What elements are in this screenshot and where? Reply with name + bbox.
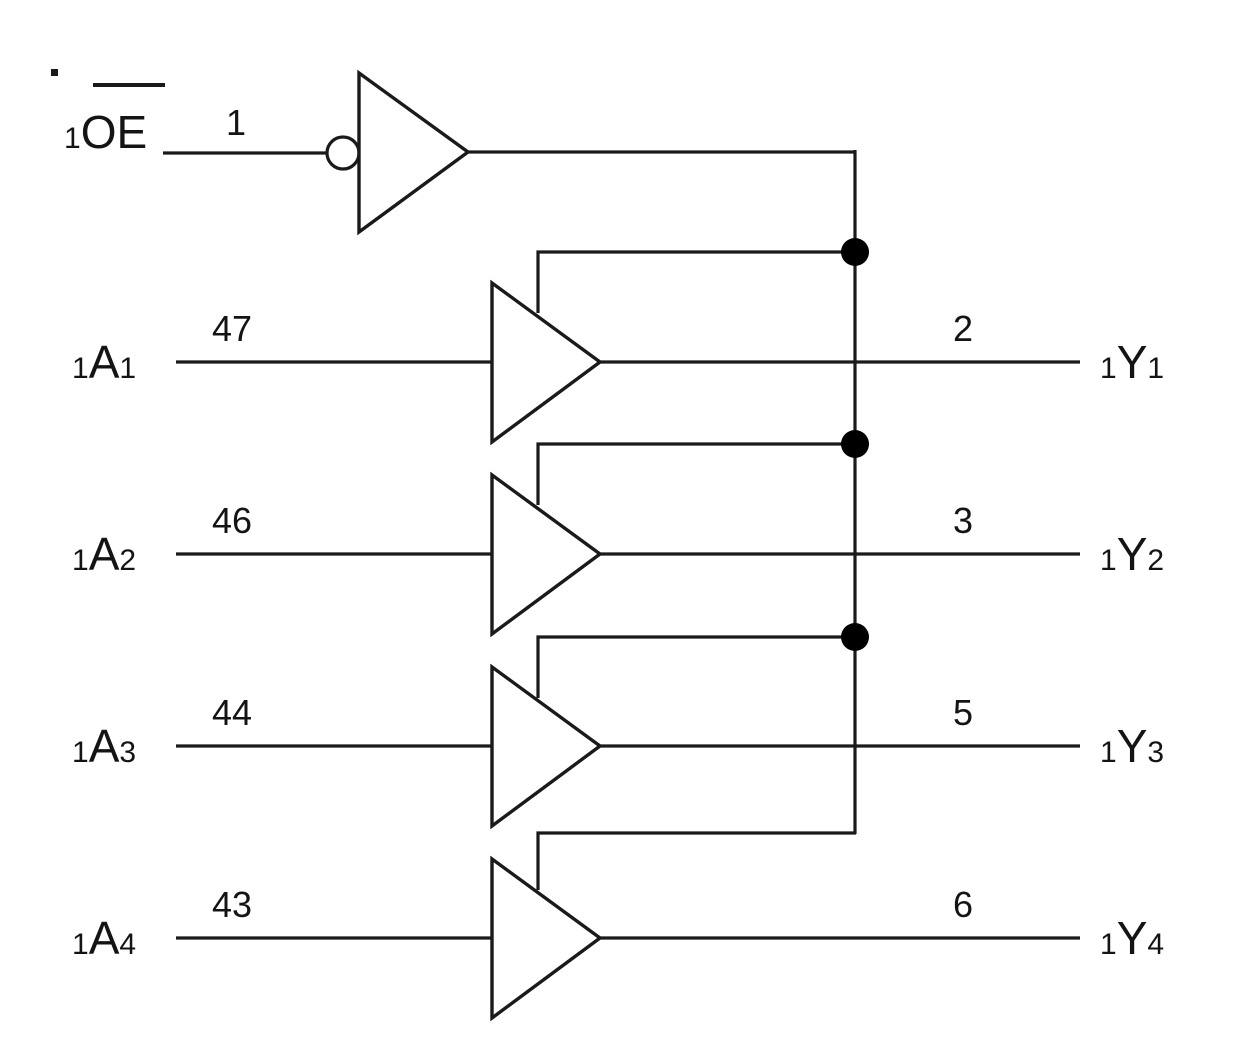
enable-prefix: 1 <box>64 122 81 155</box>
enable-row <box>163 69 856 236</box>
channel-2-input-label: 1A2 <box>72 528 136 580</box>
channel-3-labels: 1A3 44 5 1Y3 <box>72 692 1164 772</box>
channel-1-input-label: 1A1 <box>72 336 136 388</box>
channel-3-output-pin: 5 <box>953 692 973 733</box>
channel-4 <box>176 831 1080 1022</box>
channel-1 <box>176 238 1080 446</box>
channel-3-output-label: 1Y3 <box>1100 720 1164 772</box>
channel-4-output-label: 1Y4 <box>1100 912 1164 964</box>
channel-4-buffer-icon <box>490 855 603 1022</box>
channel-1-labels: 1A1 47 2 1Y1 <box>72 308 1164 388</box>
channel-2-buffer-icon <box>490 471 603 638</box>
channel-1-enable-wire <box>536 250 855 313</box>
channel-4-input-label: 1A4 <box>72 912 136 964</box>
scan-artifact-speck <box>51 69 58 76</box>
channel-3-buffer-icon <box>490 663 603 830</box>
enable-signal-label: 1OE <box>64 106 147 158</box>
channel-2-enable-wire <box>536 442 855 505</box>
enable-name: OE <box>81 106 147 158</box>
channel-3-junction-dot <box>841 623 869 651</box>
inverter-gate-icon <box>357 69 471 236</box>
channel-2-output-pin: 3 <box>953 500 973 541</box>
channel-1-buffer-icon <box>490 279 603 446</box>
channel-2-input-pin: 46 <box>212 500 252 541</box>
channel-1-junction-dot <box>841 238 869 266</box>
channel-3 <box>176 623 1080 830</box>
channel-4-output-pin: 6 <box>953 884 973 925</box>
channel-1-output-pin: 2 <box>953 308 973 349</box>
channel-1-input-pin: 47 <box>212 308 252 349</box>
channel-4-enable-wire <box>536 831 856 890</box>
channel-2-junction-dot <box>841 430 869 458</box>
channel-4-input-pin: 43 <box>212 884 252 925</box>
channel-3-input-label: 1A3 <box>72 720 136 772</box>
enable-pin-number: 1 <box>226 102 246 143</box>
channel-1-output-label: 1Y1 <box>1100 336 1164 388</box>
enable-labels: 1OE 1 <box>64 83 246 158</box>
channel-2 <box>176 430 1080 638</box>
channel-3-enable-wire <box>536 635 855 698</box>
channel-2-output-label: 1Y2 <box>1100 528 1164 580</box>
channel-2-labels: 1A2 46 3 1Y2 <box>72 500 1164 580</box>
inverter-bubble-icon <box>325 135 361 171</box>
channel-3-input-pin: 44 <box>212 692 252 733</box>
channel-4-labels: 1A4 43 6 1Y4 <box>72 884 1164 964</box>
